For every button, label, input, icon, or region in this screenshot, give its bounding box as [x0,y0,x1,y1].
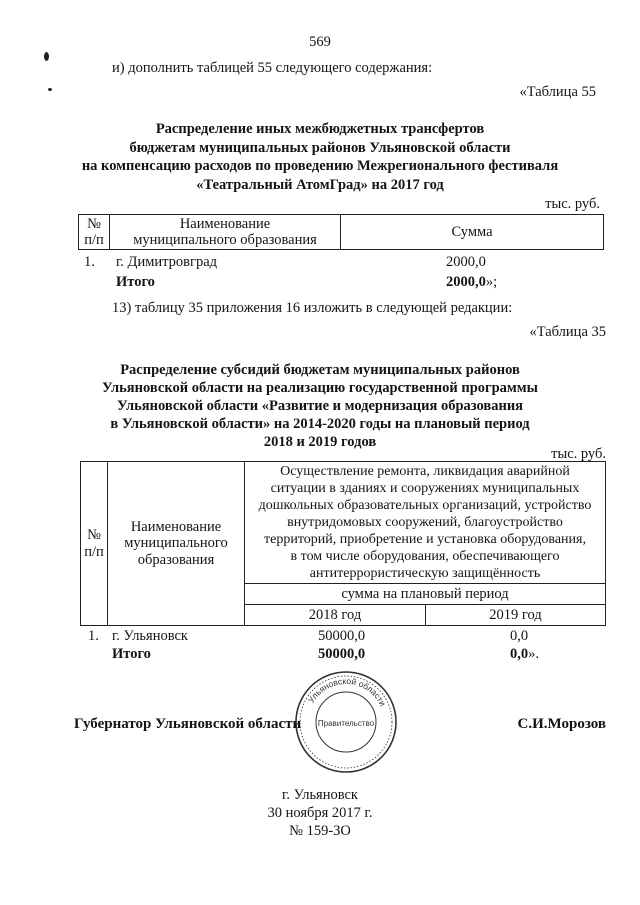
table35-total-2019: 0,0». [510,646,539,663]
col-description-header: Осуществление ремонта, ликвидация аварий… [244,461,606,584]
header-line: п/п [84,543,104,560]
seal-center-text: Правительство [318,719,375,728]
header-line: ситуации в зданиях и сооружениях муницип… [270,481,580,496]
seal-outer-ring [295,671,397,773]
table55-units: тыс. руб. [545,196,600,212]
seal-dashed-ring [299,675,393,769]
title-line: в Ульяновской области» на 2014-2020 годы… [110,416,530,432]
total-suffix: »; [485,274,498,290]
table55-row-name: г. Димитровград [116,254,218,270]
page-number: 569 [309,34,331,50]
title-line: Распределение иных межбюджетных трансфер… [155,121,485,137]
header-line: п/п [84,232,104,248]
col-name-header: Наименование муниципального образования [107,461,245,626]
header-line: антитеррористическую защищённость [309,566,541,581]
total-value: 2000,0 [446,274,486,290]
margin-mark [48,88,52,91]
header-line: Наименование [130,519,222,536]
title-line: «Театральный АтомГрад» на 2017 год [196,176,444,193]
total-suffix: ». [528,646,539,662]
table55-total-label: Итого [116,274,155,290]
table35-row-2018: 50000,0 [318,628,366,644]
table55-row-sum: 2000,0 [446,254,486,270]
seal-inner-ring [315,691,377,753]
header-line: образования [137,551,215,568]
col-num-header: № п/п [80,461,108,626]
header-line: муниципального [124,535,228,552]
table35-row-num: 1. [88,628,99,644]
table35-row-name: г. Ульяновск [112,628,188,644]
table35-total-2018: 50000,0 [318,646,366,662]
col-num-header: № п/п [78,214,110,250]
year-2019-header: 2019 год [425,604,606,626]
title-line: Распределение субсидий бюджетам муниципа… [120,362,520,378]
title-line: 2018 и 2019 годов [263,434,377,450]
title-line: бюджетам муниципальных районов Ульяновск… [129,139,511,156]
footer: г. Ульяновск 30 ноября 2017 г. № 159-ЗО [0,786,640,840]
footer-number: № 159-ЗО [289,823,351,839]
year-2018-header: 2018 год [244,604,426,626]
table55-row-num: 1. [84,254,95,270]
footer-date: 30 ноября 2017 г. [267,805,373,821]
table35-title: Распределение субсидий бюджетам муниципа… [0,361,640,451]
header-line: Наименование [179,215,271,232]
header-line: муниципального образования [133,232,317,248]
table55-title: Распределение иных межбюджетных трансфер… [0,120,640,194]
footer-city: г. Ульяновск [282,787,358,803]
signature-name: С.И.Морозов [517,716,606,732]
header-line: в том числе оборудования, обеспечивающег… [290,549,560,564]
table55-caption: «Таблица 55 [519,84,596,100]
col-name-header: Наименование муниципального образования [109,214,341,250]
total-value: 0,0 [510,646,529,662]
table35-row-2019: 0,0 [510,628,529,644]
title-line: Ульяновской области «Развитие и модерниз… [116,398,524,414]
header-line: территорий, приобретение и установка обо… [264,532,586,547]
amendment-line: и) дополнить таблицей 55 следующего соде… [112,60,433,76]
col-sum-header: Сумма [340,214,604,250]
header-line: дошкольных образовательных организаций, … [258,498,592,513]
table35-total-label: Итого [112,646,151,662]
table55-header: № п/п Наименование муниципального образо… [78,214,604,250]
margin-mark [44,52,49,61]
period-header: сумма на плановый период [244,583,606,605]
title-line: на компенсацию расходов по проведению Ме… [81,158,559,174]
table35-header: № п/п Наименование муниципального образо… [80,461,606,626]
header-line: № [87,215,101,232]
table35-caption: «Таблица 35 [529,324,606,340]
title-line: Ульяновской области на реализацию госуда… [102,380,538,396]
header-line: Осуществление ремонта, ликвидация аварий… [280,464,570,479]
table55-total-value: 2000,0»; [446,274,497,291]
header-line: № [87,527,101,544]
table35-units: тыс. руб. [551,446,606,462]
header-line: внутридомовых сооружений, благоустройств… [287,515,563,530]
amendment-line-13: 13) таблицу 35 приложения 16 изложить в … [112,300,513,316]
signature-position: Губернатор Ульяновской области [74,716,302,732]
government-seal: Ульяновской области Правительство [295,671,397,773]
